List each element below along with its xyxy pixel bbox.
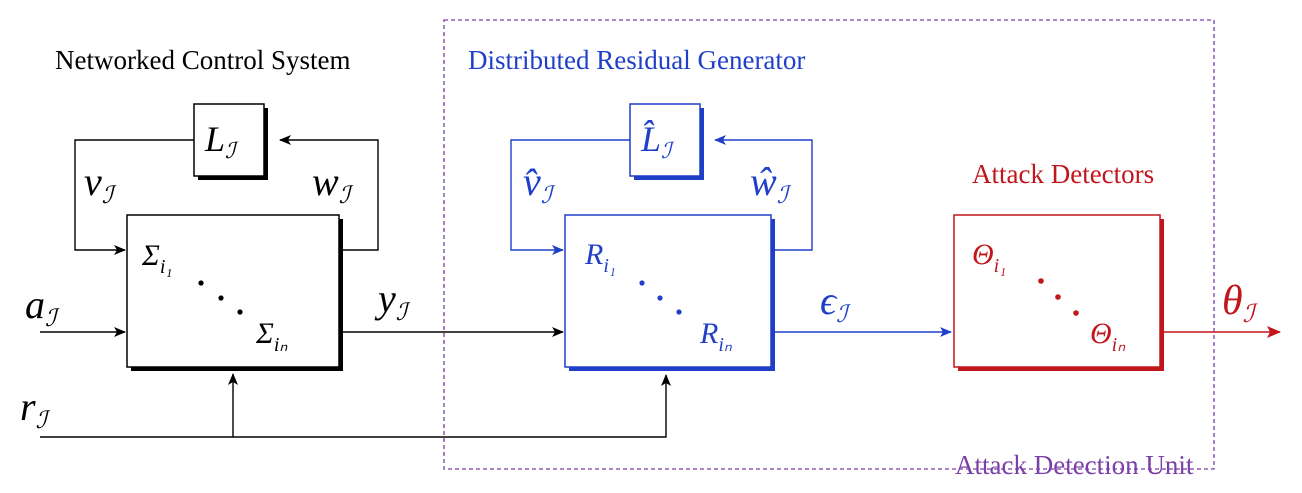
detector-block xyxy=(953,214,1161,368)
r-input-line xyxy=(40,374,671,438)
lhat-block xyxy=(629,103,701,177)
sigma-dot-1 xyxy=(198,280,204,286)
l-block xyxy=(193,103,265,177)
v-feedback-line xyxy=(74,139,194,255)
r-first-label: Ri₁ xyxy=(584,238,616,277)
detectors-title: Attack Detectors xyxy=(972,159,1154,189)
a-signal-label: aℐ xyxy=(25,282,60,332)
y-signal-label: yℐ xyxy=(374,276,411,326)
r-block xyxy=(564,214,772,368)
v-signal-label: vℐ xyxy=(84,159,117,209)
vhat-signal-label: v̂ℐ xyxy=(523,159,556,209)
theta-first-label: Θi₁ xyxy=(972,238,1006,277)
theta-dot-2 xyxy=(1055,294,1061,300)
theta-last-label: Θiₙ xyxy=(1090,317,1126,356)
r-dot-2 xyxy=(657,295,663,301)
theta-dot-1 xyxy=(1038,278,1044,284)
theta-signal-label: θℐ xyxy=(1222,278,1259,328)
w-signal-label: wℐ xyxy=(312,159,354,209)
theta-dot-3 xyxy=(1073,310,1079,316)
sigma-dot-2 xyxy=(218,295,224,301)
vhat-feedback-line xyxy=(510,139,630,255)
w-feedback-line xyxy=(279,135,379,251)
what-signal-label: ŵℐ xyxy=(750,159,792,209)
sigma-last-label: Σiₙ xyxy=(255,317,288,356)
eps-signal-label: ϵℐ xyxy=(820,278,851,328)
sigma-dot-3 xyxy=(237,309,243,315)
ncs-title: Networked Control System xyxy=(55,45,350,75)
attack-detection-unit-frame xyxy=(443,19,1215,470)
attack-detection-unit-label: Attack Detection Unit xyxy=(955,450,1194,480)
r-dot-3 xyxy=(676,309,682,315)
drg-title: Distributed Residual Generator xyxy=(468,45,805,75)
sigma-block xyxy=(126,214,340,368)
r-last-label: Riₙ xyxy=(699,317,733,356)
r-signal-label: rℐ xyxy=(20,384,51,434)
sigma-first-label: Σi₁ xyxy=(141,239,172,278)
what-feedback-line xyxy=(714,135,813,251)
r-dot-1 xyxy=(639,280,645,286)
